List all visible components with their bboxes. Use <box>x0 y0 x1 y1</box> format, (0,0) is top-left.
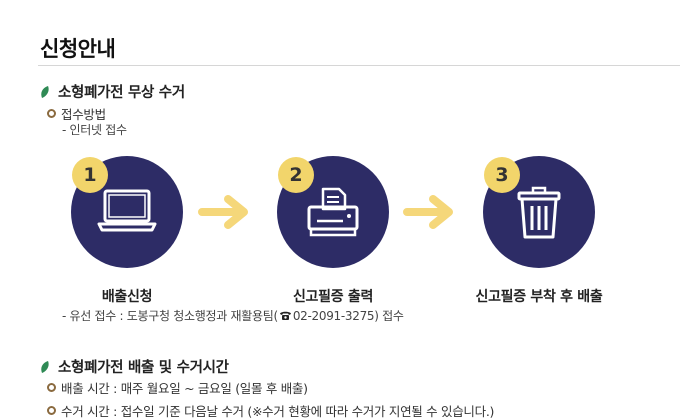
section-heading-text: 소형폐가전 무상 수거 <box>58 85 185 101</box>
section-heading-collection-time: 소형폐가전 배출 및 수거시간 <box>40 356 229 377</box>
leaf-icon <box>41 360 49 373</box>
step-3-number: 3 <box>484 157 520 193</box>
bullet-icon <box>47 383 56 392</box>
phone-line-prefix: - 유선 접수 : 도봉구청 청소행정과 재활용팀( <box>62 309 278 323</box>
section-heading-free-collection: 소형폐가전 무상 수거 <box>40 81 185 102</box>
page-title: 신청안내 <box>40 37 116 61</box>
trash-bin-icon <box>517 186 561 239</box>
step-1-number: 1 <box>72 157 108 193</box>
internet-submission-line: - 인터넷 접수 <box>62 123 127 137</box>
method-label: 접수방법 <box>61 107 106 122</box>
method-item: 접수방법 <box>47 104 106 123</box>
list-item: 배출 시간 : 매주 월요일 ~ 금요일 (일몰 후 배출) <box>47 378 308 397</box>
telephone-icon <box>279 311 291 320</box>
step-1-label: 배출신청 <box>101 289 153 305</box>
step-2-number: 2 <box>278 157 314 193</box>
disposal-time-text: 배출 시간 : 매주 월요일 ~ 금요일 (일몰 후 배출) <box>61 381 308 396</box>
section-heading-text: 소형폐가전 배출 및 수거시간 <box>58 360 229 376</box>
phone-submission-line: - 유선 접수 : 도봉구청 청소행정과 재활용팀( 02-2091-3275)… <box>62 307 404 324</box>
arrow-right-icon <box>198 195 248 229</box>
bullet-icon <box>47 109 56 118</box>
step-2-label: 신고필증 출력 <box>292 289 374 305</box>
phone-line-suffix: 02-2091-3275) 접수 <box>292 309 404 323</box>
laptop-icon <box>97 189 157 232</box>
title-divider <box>38 65 680 66</box>
arrow-right-icon <box>403 195 453 229</box>
printer-icon <box>307 187 359 237</box>
list-item: 수거 시간 : 접수일 기준 다음날 수거 (※수거 현황에 따라 수거가 지연… <box>47 401 494 420</box>
collection-time-text: 수거 시간 : 접수일 기준 다음날 수거 (※수거 현황에 따라 수거가 지연… <box>61 404 495 419</box>
leaf-icon <box>41 85 49 98</box>
bullet-icon <box>47 406 56 415</box>
step-3-label: 신고필증 부착 후 배출 <box>475 289 603 305</box>
